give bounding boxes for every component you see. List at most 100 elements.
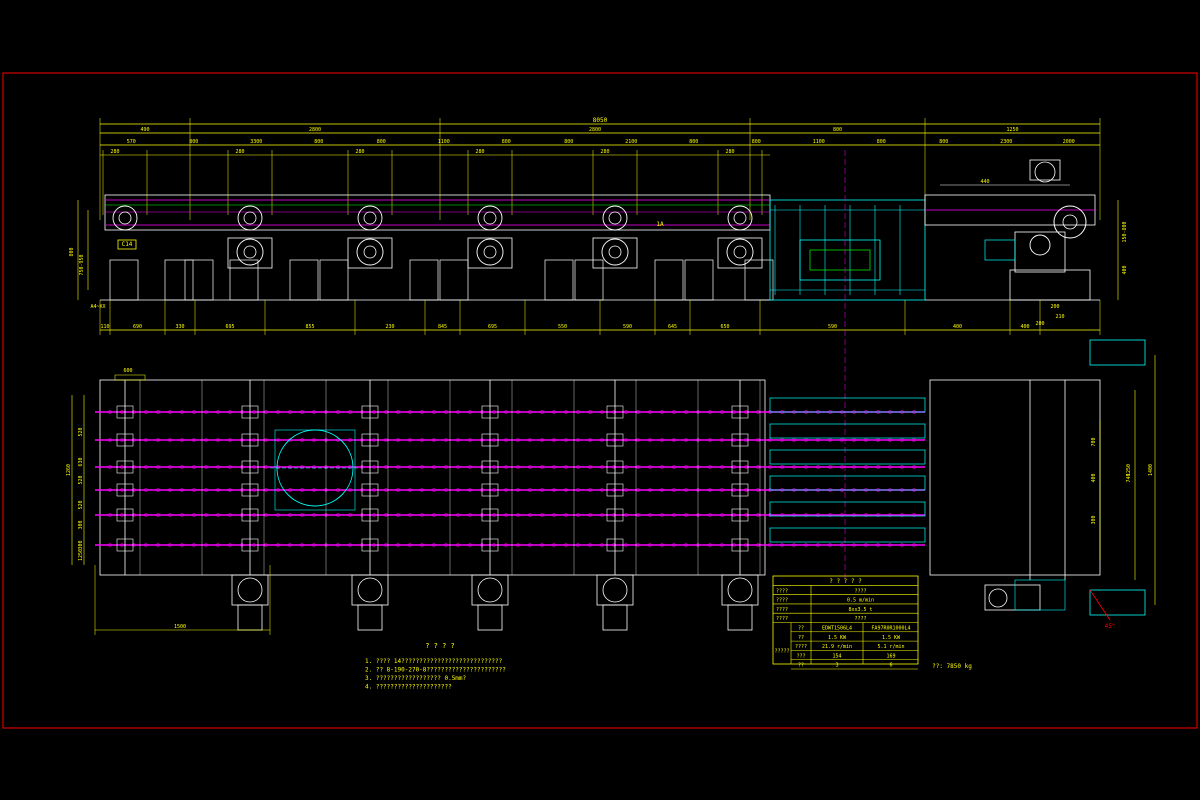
chain-link-0 <box>168 410 172 414</box>
chain-link-3 <box>336 488 340 492</box>
chain-link-3 <box>684 488 688 492</box>
dim-overall: 8050 <box>593 117 608 124</box>
chain-link-1 <box>228 438 232 442</box>
chain-link-1 <box>432 438 436 442</box>
chain-link-1 <box>204 438 208 442</box>
chain-link-5 <box>432 543 436 547</box>
chain-link-2 <box>888 465 892 469</box>
bearing-0-5 <box>116 538 134 552</box>
chain-link-2 <box>840 465 844 469</box>
chain-link-1 <box>252 438 256 442</box>
chain-link-1 <box>144 438 148 442</box>
chain-link-5 <box>204 543 208 547</box>
chain-link-3 <box>420 488 424 492</box>
table-motor-row-0-b: 1.5 KW <box>882 635 901 641</box>
chain-link-5 <box>768 543 772 547</box>
chain-link-1 <box>876 438 880 442</box>
chain-link-1 <box>384 438 388 442</box>
chain-link-5 <box>672 543 676 547</box>
chain-link-3 <box>612 488 616 492</box>
dim-second-11: 1100 <box>813 139 825 145</box>
chain-link-1 <box>660 438 664 442</box>
chain-link-5 <box>564 543 568 547</box>
chain-link-2 <box>552 465 556 469</box>
motor-body-plan-1 <box>237 604 263 631</box>
chain-link-2 <box>204 465 208 469</box>
dim-second-6: 800 <box>502 139 511 145</box>
chain-link-0 <box>312 410 316 414</box>
chain-link-3 <box>672 488 676 492</box>
chain-link-4 <box>588 513 592 517</box>
chain-link-1 <box>312 438 316 442</box>
motor-housing-5 <box>717 237 763 269</box>
chain-link-5 <box>720 543 724 547</box>
tail-sprocket <box>1053 205 1087 239</box>
chain-link-0 <box>660 410 664 414</box>
chain-link-1 <box>372 438 376 442</box>
dim-second-7: 800 <box>564 139 573 145</box>
dim-second-5: 1100 <box>438 139 450 145</box>
dim-bottom-7: 695 <box>488 324 497 330</box>
chain-link-0 <box>120 410 124 414</box>
chain-link-5 <box>552 543 556 547</box>
dim-left-1: 750-950 <box>79 254 85 275</box>
gear-motor-hub-4 <box>608 245 622 259</box>
chain-link-3 <box>408 488 412 492</box>
dim-second-13: 800 <box>939 139 948 145</box>
chain-link-5 <box>684 543 688 547</box>
tail-sprocket-hub <box>1062 214 1078 230</box>
chain-link-2 <box>768 465 772 469</box>
motor-housing-1 <box>227 237 273 269</box>
chain-link-4 <box>420 513 424 517</box>
plan-drive-bar-0 <box>769 397 926 413</box>
gear-motor-5 <box>726 238 754 266</box>
bearing-5-0 <box>731 405 749 419</box>
chain-link-2 <box>336 465 340 469</box>
chain-link-1 <box>468 438 472 442</box>
chain-link-5 <box>540 543 544 547</box>
bearing-1-2 <box>241 460 259 474</box>
chain-link-1 <box>624 438 628 442</box>
chain-link-2 <box>636 465 640 469</box>
chain-link-2 <box>444 465 448 469</box>
chain-link-4 <box>120 513 124 517</box>
chain-link-0 <box>600 410 604 414</box>
chain-link-3 <box>648 488 652 492</box>
motor-plan-2 <box>357 577 383 603</box>
chain-link-4 <box>216 513 220 517</box>
chain-link-5 <box>120 543 124 547</box>
chain-link-5 <box>408 543 412 547</box>
chain-link-3 <box>348 488 352 492</box>
chain-link-3 <box>192 488 196 492</box>
dim-bottom-6: 845 <box>438 324 447 330</box>
chain-link-1 <box>684 438 688 442</box>
chain-link-0 <box>420 410 424 414</box>
chain-link-1 <box>396 438 400 442</box>
chain-link-4 <box>168 513 172 517</box>
gear-motor-plan-3 <box>471 574 509 606</box>
chain-link-5 <box>648 543 652 547</box>
weight-note: ??: 7850 kg <box>932 663 972 670</box>
note-line-2: 3. ?????????????????? 0.5mm? <box>365 675 467 682</box>
bearing-0-0 <box>116 405 134 419</box>
chain-link-4 <box>516 513 520 517</box>
chain-link-0 <box>132 410 136 414</box>
chain-link-1 <box>768 438 772 442</box>
chain-link-5 <box>276 543 280 547</box>
chain-link-1 <box>576 438 580 442</box>
bearing-5-4 <box>731 508 749 522</box>
table-motor-side: ????? <box>774 649 789 655</box>
chain-link-5 <box>852 543 856 547</box>
chain-link-1 <box>552 438 556 442</box>
chain-link-0 <box>612 410 616 414</box>
chain-link-2 <box>516 465 520 469</box>
chain-link-2 <box>564 465 568 469</box>
chain-link-2 <box>540 465 544 469</box>
drive-sprocket-3 <box>477 205 503 231</box>
chain-link-2 <box>120 465 124 469</box>
chain-link-5 <box>708 543 712 547</box>
dim-second-3: 800 <box>314 139 323 145</box>
chain-link-2 <box>408 465 412 469</box>
